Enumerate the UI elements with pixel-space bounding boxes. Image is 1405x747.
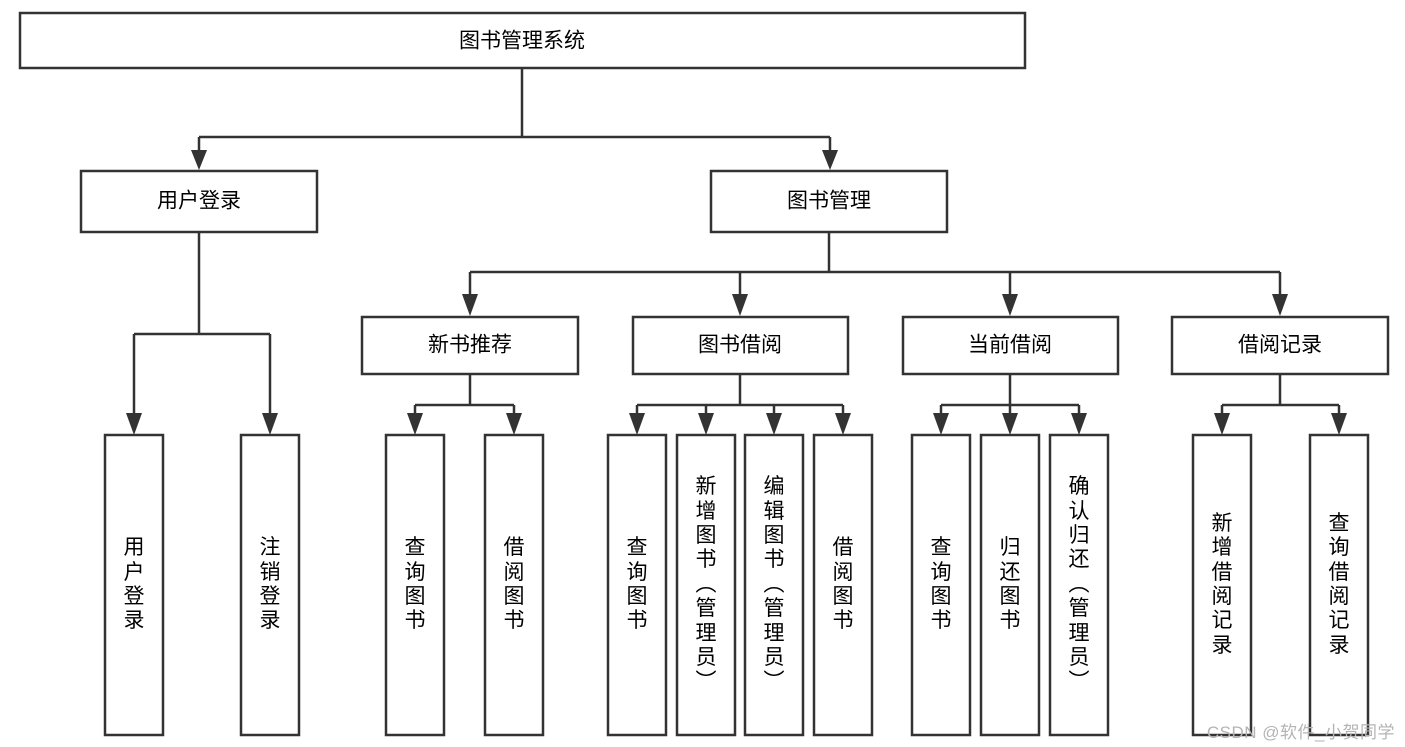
leaf-box-user-login-0[interactable] bbox=[103, 433, 165, 737]
connector-current-borrow-to-leaves bbox=[933, 374, 1087, 435]
connector-new-book-recommend-to-leaves bbox=[407, 374, 522, 435]
connector-borrow-record-to-leaves bbox=[1214, 374, 1347, 435]
node-current-borrow-box bbox=[901, 315, 1120, 376]
leaf-box-user-login-1[interactable] bbox=[239, 433, 301, 737]
node-book-management[interactable]: 图书管理 bbox=[709, 169, 949, 234]
node-new-book-recommend-box bbox=[360, 315, 580, 376]
connector-user-login-to-leaves bbox=[126, 232, 278, 435]
csdn-watermark: CSDN @软件_小贺同学 bbox=[1206, 723, 1395, 742]
leaf-box-book-borrow-0[interactable] bbox=[606, 433, 668, 737]
leaf-box-current-borrow-2[interactable] bbox=[1048, 433, 1110, 737]
node-book-management-label: 图书管理 bbox=[787, 190, 871, 213]
leaf-box-current-borrow-1[interactable] bbox=[979, 433, 1041, 737]
leaf-box-new-book-0[interactable] bbox=[384, 433, 446, 737]
node-root[interactable]: 图书管理系统 bbox=[18, 11, 1027, 70]
connector-root-to-level2 bbox=[191, 68, 838, 170]
leaf-box-borrow-record-0[interactable] bbox=[1191, 433, 1253, 737]
leaf-box-borrow-record-1[interactable] bbox=[1308, 433, 1370, 737]
node-book-borrow[interactable]: 图书借阅 bbox=[631, 315, 850, 376]
node-new-book-recommend-label: 新书推荐 bbox=[428, 334, 512, 357]
node-borrow-record-label: 借阅记录 bbox=[1238, 334, 1322, 357]
leaf-box-current-borrow-0[interactable] bbox=[910, 433, 972, 737]
leaf-box-book-borrow-1[interactable] bbox=[675, 433, 737, 737]
node-borrow-record[interactable]: 借阅记录 bbox=[1170, 315, 1390, 376]
node-book-borrow-label: 图书借阅 bbox=[698, 334, 782, 357]
connector-book-management-to-level3 bbox=[462, 232, 1288, 316]
leaf-box-book-borrow-2[interactable] bbox=[743, 433, 805, 737]
leaf-box-new-book-1[interactable] bbox=[483, 433, 545, 737]
node-root-box bbox=[18, 11, 1027, 70]
node-user-login-box bbox=[79, 169, 319, 234]
node-new-book-recommend[interactable]: 新书推荐 bbox=[360, 315, 580, 376]
node-current-borrow[interactable]: 当前借阅 bbox=[901, 315, 1120, 376]
node-current-borrow-label: 当前借阅 bbox=[968, 334, 1052, 357]
node-user-login-label: 用户登录 bbox=[157, 190, 241, 213]
leaf-box-book-borrow-3[interactable] bbox=[812, 433, 874, 737]
node-user-login[interactable]: 用户登录 bbox=[79, 169, 319, 234]
connector-book-borrow-to-leaves bbox=[629, 374, 851, 435]
node-root-label: 图书管理系统 bbox=[459, 30, 585, 53]
